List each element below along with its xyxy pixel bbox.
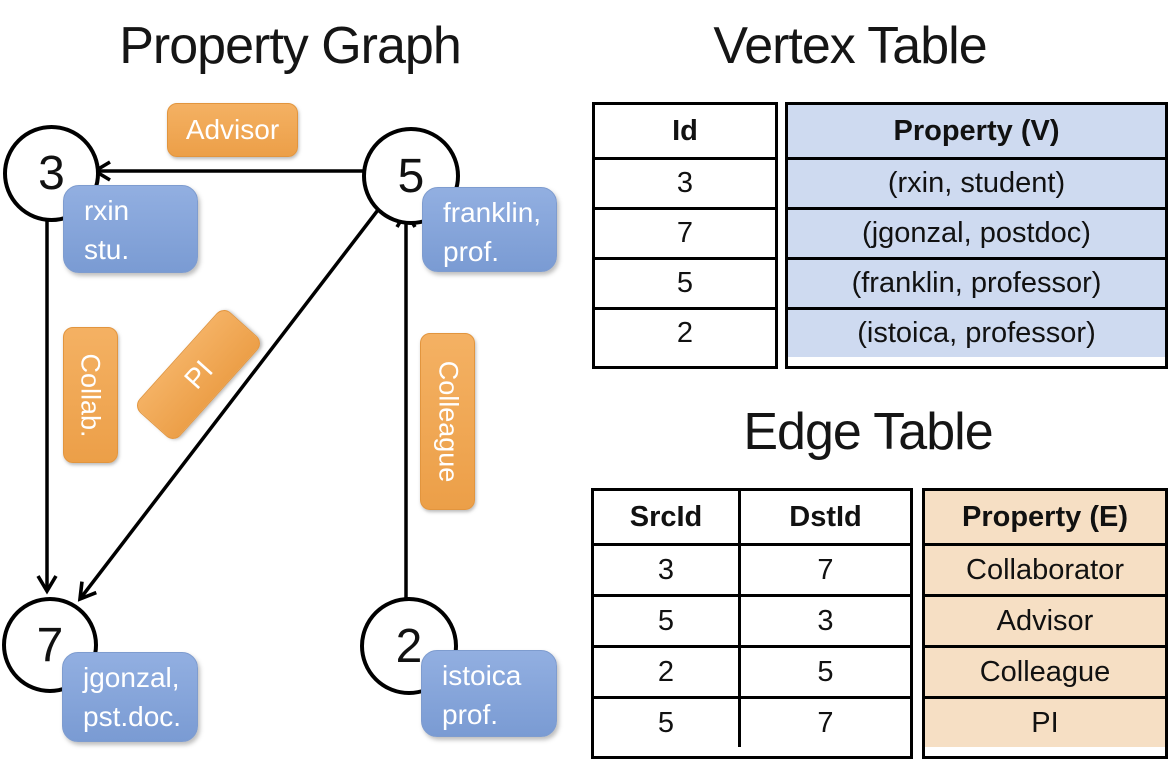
edge-label-advisor: Advisor bbox=[167, 103, 298, 157]
vertex-prop-box-7-name: jgonzal, bbox=[83, 662, 180, 693]
edge-label-colleague-text: Colleague bbox=[433, 360, 463, 483]
vertex-id-cell: 5 bbox=[676, 267, 694, 299]
edge-label-collab-text: Collab. bbox=[76, 352, 107, 438]
vertex-table-property-column: Property (V) (rxin, student) (jgonzal, p… bbox=[785, 102, 1168, 369]
edge-dstid-cell: 5 bbox=[817, 655, 834, 688]
vertex-table-id-header: Id bbox=[672, 114, 698, 147]
vertex-property-cell: (istoica, professor) bbox=[857, 317, 1096, 349]
edge-table-src-dst-columns: SrcId DstId 3 7 5 3 2 5 5 7 bbox=[591, 488, 913, 759]
vertex-property-cell: (jgonzal, postdoc) bbox=[862, 217, 1091, 249]
edge-table-property-header: Property (E) bbox=[962, 500, 1128, 533]
edge-property-cell: Advisor bbox=[996, 604, 1094, 637]
vertex-prop-box-5-role: prof. bbox=[443, 236, 500, 267]
edge-label-pi-text: PI bbox=[177, 353, 219, 395]
edge-srcid-cell: 5 bbox=[594, 699, 741, 747]
node-2: 2 bbox=[360, 597, 458, 695]
vertex-prop-box-7-role: pst.doc. bbox=[83, 701, 182, 732]
edge-srcid-cell: 3 bbox=[594, 546, 741, 594]
node-7-id: 7 bbox=[36, 618, 64, 672]
edge-dstid-cell: 7 bbox=[817, 553, 834, 586]
edge-table-dstid-header: DstId bbox=[789, 500, 862, 533]
edge-table-srcid-header: SrcId bbox=[594, 491, 741, 543]
vertex-id-cell: 2 bbox=[676, 317, 694, 349]
vertex-prop-box-2-role: prof. bbox=[442, 699, 499, 730]
vertex-prop-box-3: rxin stu. bbox=[63, 185, 198, 273]
edge-property-cell: Colleague bbox=[979, 655, 1111, 688]
vertex-id-cell: 3 bbox=[676, 167, 694, 199]
edge-dstid-cell: 3 bbox=[817, 604, 834, 637]
node-5-id: 5 bbox=[397, 149, 425, 203]
node-3-id: 3 bbox=[38, 147, 65, 200]
edge-property-cell: Collaborator bbox=[966, 553, 1124, 586]
node-2-id: 2 bbox=[395, 619, 423, 673]
edge-table-title: Edge Table bbox=[743, 403, 993, 461]
edge-label-colleague: Colleague bbox=[420, 333, 475, 510]
vertex-prop-box-7: jgonzal, pst.doc. bbox=[62, 652, 198, 742]
edge-srcid-cell: 2 bbox=[594, 648, 741, 696]
edge-srcid-cell: 5 bbox=[594, 597, 741, 645]
vertex-table-property-header: Property (V) bbox=[893, 114, 1060, 147]
vertex-id-cell: 7 bbox=[676, 217, 694, 249]
vertex-prop-box-3-role: stu. bbox=[84, 234, 130, 265]
vertex-prop-box-3-name: rxin bbox=[84, 195, 130, 226]
edge-label-collab: Collab. bbox=[63, 327, 118, 463]
vertex-property-cell: (franklin, professor) bbox=[851, 267, 1102, 299]
edge-table-property-column: Property (E) Collaborator Advisor Collea… bbox=[922, 488, 1168, 759]
edge-label-advisor-text: Advisor bbox=[185, 114, 280, 145]
edge-pi-5-to-7 bbox=[77, 204, 383, 602]
vertex-prop-box-5: franklin, prof. bbox=[422, 187, 557, 272]
vertex-property-cell: (rxin, student) bbox=[887, 167, 1066, 199]
edge-dstid-cell: 7 bbox=[817, 706, 834, 739]
vertex-prop-box-2: istoica prof. bbox=[421, 650, 557, 737]
edge-property-cell: PI bbox=[1031, 706, 1059, 739]
vertex-table-title: Vertex Table bbox=[713, 17, 987, 75]
vertex-prop-box-5-name: franklin, bbox=[443, 197, 542, 228]
vertex-prop-box-2-name: istoica bbox=[442, 660, 522, 691]
property-graph-title: Property Graph bbox=[119, 17, 462, 75]
graph-edges-layer bbox=[36, 160, 417, 602]
vertex-table-id-column: Id 3 7 5 2 bbox=[592, 102, 778, 369]
